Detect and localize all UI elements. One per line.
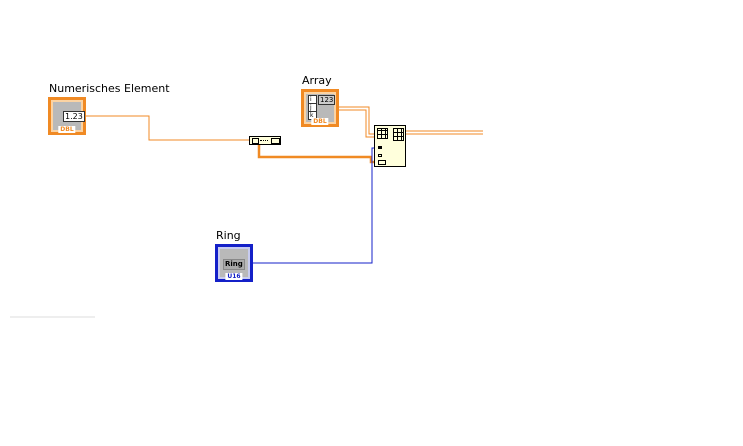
array-value: 123: [318, 95, 336, 105]
numeric-value: 1.23: [63, 111, 85, 122]
input-element-icon: [252, 138, 259, 144]
ring-type: U16: [225, 273, 243, 280]
wire-build-array-out: [257, 145, 376, 164]
output-array-icon: [271, 138, 280, 144]
wire-ring: [253, 147, 377, 264]
array-label: Array: [302, 74, 332, 87]
wire-array: [339, 106, 376, 135]
array-terminal[interactable]: i j k 123 DBL: [301, 89, 339, 127]
arrow-icon: [260, 140, 268, 141]
array-type: DBL: [311, 118, 329, 125]
new-element-input-icon: [378, 160, 386, 165]
array-in-icon: [377, 128, 388, 139]
numeric-terminal[interactable]: 1.23 DBL: [48, 97, 86, 135]
ring-value: Ring: [223, 259, 245, 270]
ring-terminal[interactable]: Ring U16: [215, 244, 253, 282]
array-out-icon: [393, 128, 404, 141]
wire-array-second-line: [339, 109, 376, 138]
replace-array-subset-node[interactable]: [374, 125, 406, 167]
index-input-icon: [378, 146, 382, 149]
numeric-label: Numerisches Element: [49, 82, 170, 95]
ring-label: Ring: [216, 229, 241, 242]
build-array-node[interactable]: [249, 136, 281, 145]
wire-numeric: [86, 115, 249, 141]
index-input-icon: [378, 154, 382, 157]
numeric-type: DBL: [58, 126, 76, 133]
